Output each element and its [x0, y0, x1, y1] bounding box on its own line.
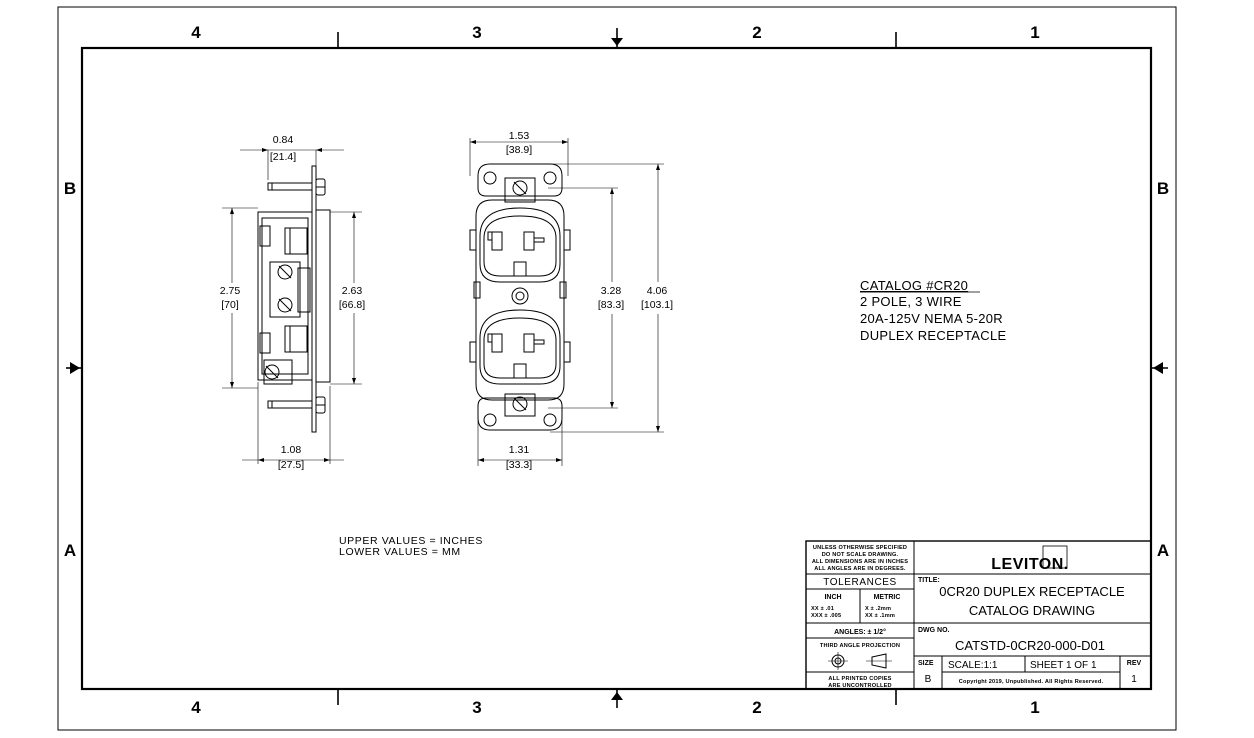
dim-side-top-mm: [21.4]: [270, 151, 296, 163]
front-view-arrowheads: [470, 140, 660, 462]
zone-col-4-top: 4: [191, 23, 201, 42]
rev-value: 1: [1131, 674, 1137, 685]
catalog-number: CATALOG #CR20: [860, 278, 968, 293]
title-label: TITLE:: [918, 577, 940, 584]
zone-row-b-left: B: [64, 179, 76, 198]
dim-front-top-inch: 1.53: [509, 130, 530, 142]
dim-side-top-inch: 0.84: [273, 134, 294, 146]
dim-front-outer-inch: 4.06: [647, 285, 668, 297]
inch-tol-1: XX ± .01: [811, 606, 834, 612]
sheet-value: SHEET 1 OF 1: [1030, 660, 1097, 671]
inch-tol-2: XXX ± .005: [811, 613, 841, 619]
zone-col-3-top: 3: [472, 23, 481, 42]
zone-col-1-bottom: 1: [1030, 698, 1039, 717]
angles-tolerance: ANGLES: ± 1/2°: [834, 628, 886, 636]
zone-col-3-bottom: 3: [472, 698, 481, 717]
title-block: [805, 540, 1152, 690]
size-value: B: [925, 674, 932, 685]
unless-line-4: ALL ANGLES ARE IN DEGREES.: [814, 566, 906, 572]
dwg-no-label: DWG NO.: [918, 627, 950, 634]
unless-line-2: DO NOT SCALE DRAWING.: [822, 552, 899, 558]
size-label: SIZE: [918, 660, 934, 667]
inch-label: INCH: [824, 594, 841, 601]
zone-row-a-right: A: [1157, 541, 1169, 560]
metric-tol-1: X ± .2mm: [865, 606, 891, 612]
dim-front-inner-inch: 3.28: [601, 285, 622, 297]
units-note-upper: UPPER VALUES = INCHES: [339, 535, 483, 547]
metric-label: METRIC: [874, 594, 901, 601]
catalog-line-2: 20A-125V NEMA 5-20R: [860, 311, 1003, 326]
printed-copies-1: ALL PRINTED COPIES: [828, 676, 891, 682]
dim-front-outer-mm: [103.1]: [641, 299, 673, 311]
catalog-line-1: 2 POLE, 3 WIRE: [860, 294, 962, 309]
metric-tol-2: XX ± .1mm: [865, 613, 895, 619]
center-arrows: [70, 38, 1163, 700]
front-view: [469, 138, 664, 466]
dim-front-bottom-inch: 1.31: [509, 444, 530, 456]
zone-row-b-right: B: [1157, 179, 1169, 198]
title-line-1: 0CR20 DUPLEX RECEPTACLE: [939, 584, 1125, 599]
copyright: Copyright 2019, Unpublished. All Rights …: [959, 679, 1104, 685]
printed-copies-2: ARE UNCONTROLLED: [828, 683, 892, 689]
unless-line-1: UNLESS OTHERWISE SPECIFIED: [813, 545, 907, 551]
dim-side-bottom-inch: 1.08: [281, 444, 302, 456]
unless-line-3: ALL DIMENSIONS ARE IN INCHES: [812, 559, 908, 565]
rev-label: REV: [1127, 660, 1142, 667]
outer-border: [57, 6, 1177, 731]
zone-col-2-bottom: 2: [752, 698, 761, 717]
side-view-arrowheads: [230, 148, 356, 462]
dim-side-right-mm: [66.8]: [339, 299, 365, 311]
scale-value: SCALE:1:1: [948, 660, 998, 671]
catalog-line-3: DUPLEX RECEPTACLE: [860, 328, 1006, 343]
dim-side-bottom-mm: [27.5]: [278, 459, 304, 471]
dim-front-bottom-mm: [33.3]: [506, 459, 532, 471]
leviton-logo: LEVITON.: [991, 556, 1069, 573]
zone-col-1-top: 1: [1030, 23, 1039, 42]
zone-col-4-bottom: 4: [191, 698, 201, 717]
dim-front-top-mm: [38.9]: [506, 144, 532, 156]
title-block-text: UNLESS OTHERWISE SPECIFIED DO NOT SCALE …: [811, 545, 1142, 689]
dim-front-inner-mm: [83.3]: [598, 299, 624, 311]
dim-side-left-mm: [70]: [221, 299, 239, 311]
title-line-2: CATALOG DRAWING: [969, 603, 1095, 618]
tolerances-label: TOLERANCES: [823, 577, 897, 588]
zone-row-a-left: A: [64, 541, 76, 560]
zone-col-2-top: 2: [752, 23, 761, 42]
side-view: [222, 149, 362, 464]
dim-side-left-inch: 2.75: [220, 285, 241, 297]
dwg-no: CATSTD-0CR20-000-D01: [955, 638, 1105, 653]
projection-label: THIRD ANGLE PROJECTION: [820, 643, 900, 649]
units-note-lower: LOWER VALUES = MM: [339, 546, 461, 558]
dim-side-right-inch: 2.63: [342, 285, 363, 297]
